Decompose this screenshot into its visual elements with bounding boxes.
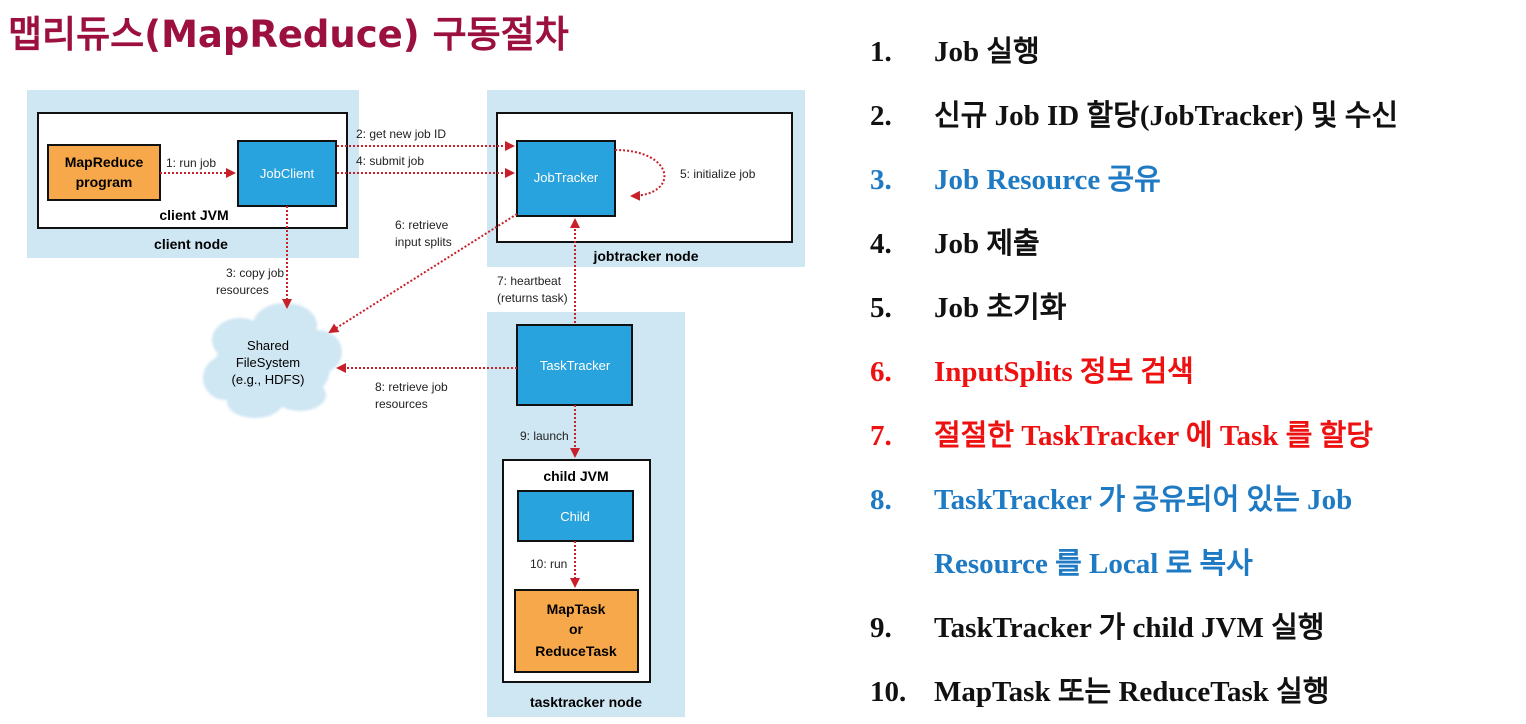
jobtracker-box: JobTracker bbox=[516, 140, 616, 217]
step-text: TaskTracker 가 child JVM 실행 bbox=[934, 612, 1325, 644]
label-launch: 9: launch bbox=[520, 429, 569, 443]
label-retrieve-resources-1: 8: retrieve job bbox=[375, 380, 448, 394]
jobtracker-node-label: jobtracker node bbox=[592, 248, 698, 264]
slide-title: 맵리듀스(MapReduce) 구동절차 bbox=[8, 13, 569, 56]
label-initialize-job: 5: initialize job bbox=[680, 167, 756, 181]
step-number: 6. bbox=[870, 356, 892, 388]
tasktracker-box: TaskTracker bbox=[516, 324, 633, 406]
label-retrieve-splits-2: input splits bbox=[395, 235, 452, 249]
svg-text:ReduceTask: ReduceTask bbox=[535, 643, 617, 659]
svg-text:JobTracker: JobTracker bbox=[534, 170, 599, 185]
step-text: TaskTracker 가 공유되어 있는 Job bbox=[934, 484, 1353, 516]
step-number: 10. bbox=[870, 676, 907, 708]
svg-text:or: or bbox=[569, 621, 584, 637]
step-number: 8. bbox=[870, 484, 892, 516]
svg-text:MapReduce: MapReduce bbox=[65, 154, 144, 170]
svg-text:Shared: Shared bbox=[247, 338, 289, 353]
step-number: 5. bbox=[870, 292, 892, 324]
step-text: Job Resource 공유 bbox=[934, 164, 1161, 196]
step-text-continuation: Resource 를 Local 로 복사 bbox=[934, 548, 1253, 580]
tasktracker-node-label: tasktracker node bbox=[530, 694, 642, 710]
mapreduce-program-box: MapReduce program bbox=[47, 144, 161, 201]
label-heartbeat-1: 7: heartbeat bbox=[497, 274, 562, 288]
label-retrieve-resources-2: resources bbox=[375, 397, 428, 411]
step-text: 절절한 TaskTracker 에 Task 를 할당 bbox=[934, 420, 1373, 452]
step-text: Job 제출 bbox=[934, 228, 1040, 260]
label-heartbeat-2: (returns task) bbox=[497, 291, 568, 305]
mapreduce-diagram: client JVM client node MapReduce program… bbox=[27, 90, 805, 717]
step-text: 신규 Job ID 할당(JobTracker) 및 수신 bbox=[934, 100, 1399, 132]
jobclient-box: JobClient bbox=[237, 140, 337, 207]
step-text: MapTask 또는 ReduceTask 실행 bbox=[934, 676, 1330, 708]
maptask-box: MapTask or ReduceTask bbox=[514, 589, 639, 673]
child-box: Child bbox=[517, 490, 634, 542]
label-submit-job: 4: submit job bbox=[356, 154, 424, 168]
step-number: 4. bbox=[870, 228, 892, 260]
step-number: 3. bbox=[870, 164, 892, 196]
shared-filesystem-cloud: Shared FileSystem (e.g., HDFS) bbox=[203, 303, 342, 418]
step-text: Job 초기화 bbox=[934, 292, 1067, 324]
step-number: 7. bbox=[870, 420, 892, 452]
svg-text:FileSystem: FileSystem bbox=[236, 355, 300, 370]
svg-text:Child: Child bbox=[560, 509, 590, 524]
arrow-initialize-job bbox=[614, 149, 666, 201]
step-text: InputSplits 정보 검색 bbox=[934, 356, 1194, 388]
label-retrieve-splits-1: 6: retrieve bbox=[395, 218, 449, 232]
arrow-retrieve-splits bbox=[328, 213, 518, 334]
svg-text:(e.g., HDFS): (e.g., HDFS) bbox=[232, 372, 305, 387]
label-get-job-id: 2: get new job ID bbox=[356, 127, 446, 141]
label-copy-resources-2: resources bbox=[216, 283, 269, 297]
svg-text:program: program bbox=[76, 174, 133, 190]
step-number: 9. bbox=[870, 612, 892, 644]
svg-text:MapTask: MapTask bbox=[547, 601, 606, 617]
step-number: 2. bbox=[870, 100, 892, 132]
step-text: Job 실행 bbox=[934, 36, 1040, 68]
label-run: 10: run bbox=[530, 557, 567, 571]
svg-text:child JVM: child JVM bbox=[543, 468, 608, 484]
step-number: 1. bbox=[870, 36, 892, 68]
svg-text:TaskTracker: TaskTracker bbox=[540, 358, 611, 373]
label-copy-resources-1: 3: copy job bbox=[226, 266, 284, 280]
svg-text:JobClient: JobClient bbox=[260, 166, 315, 181]
client-jvm-label: client JVM bbox=[159, 207, 228, 223]
client-node-label: client node bbox=[154, 236, 228, 252]
label-run-job: 1: run job bbox=[166, 156, 216, 170]
